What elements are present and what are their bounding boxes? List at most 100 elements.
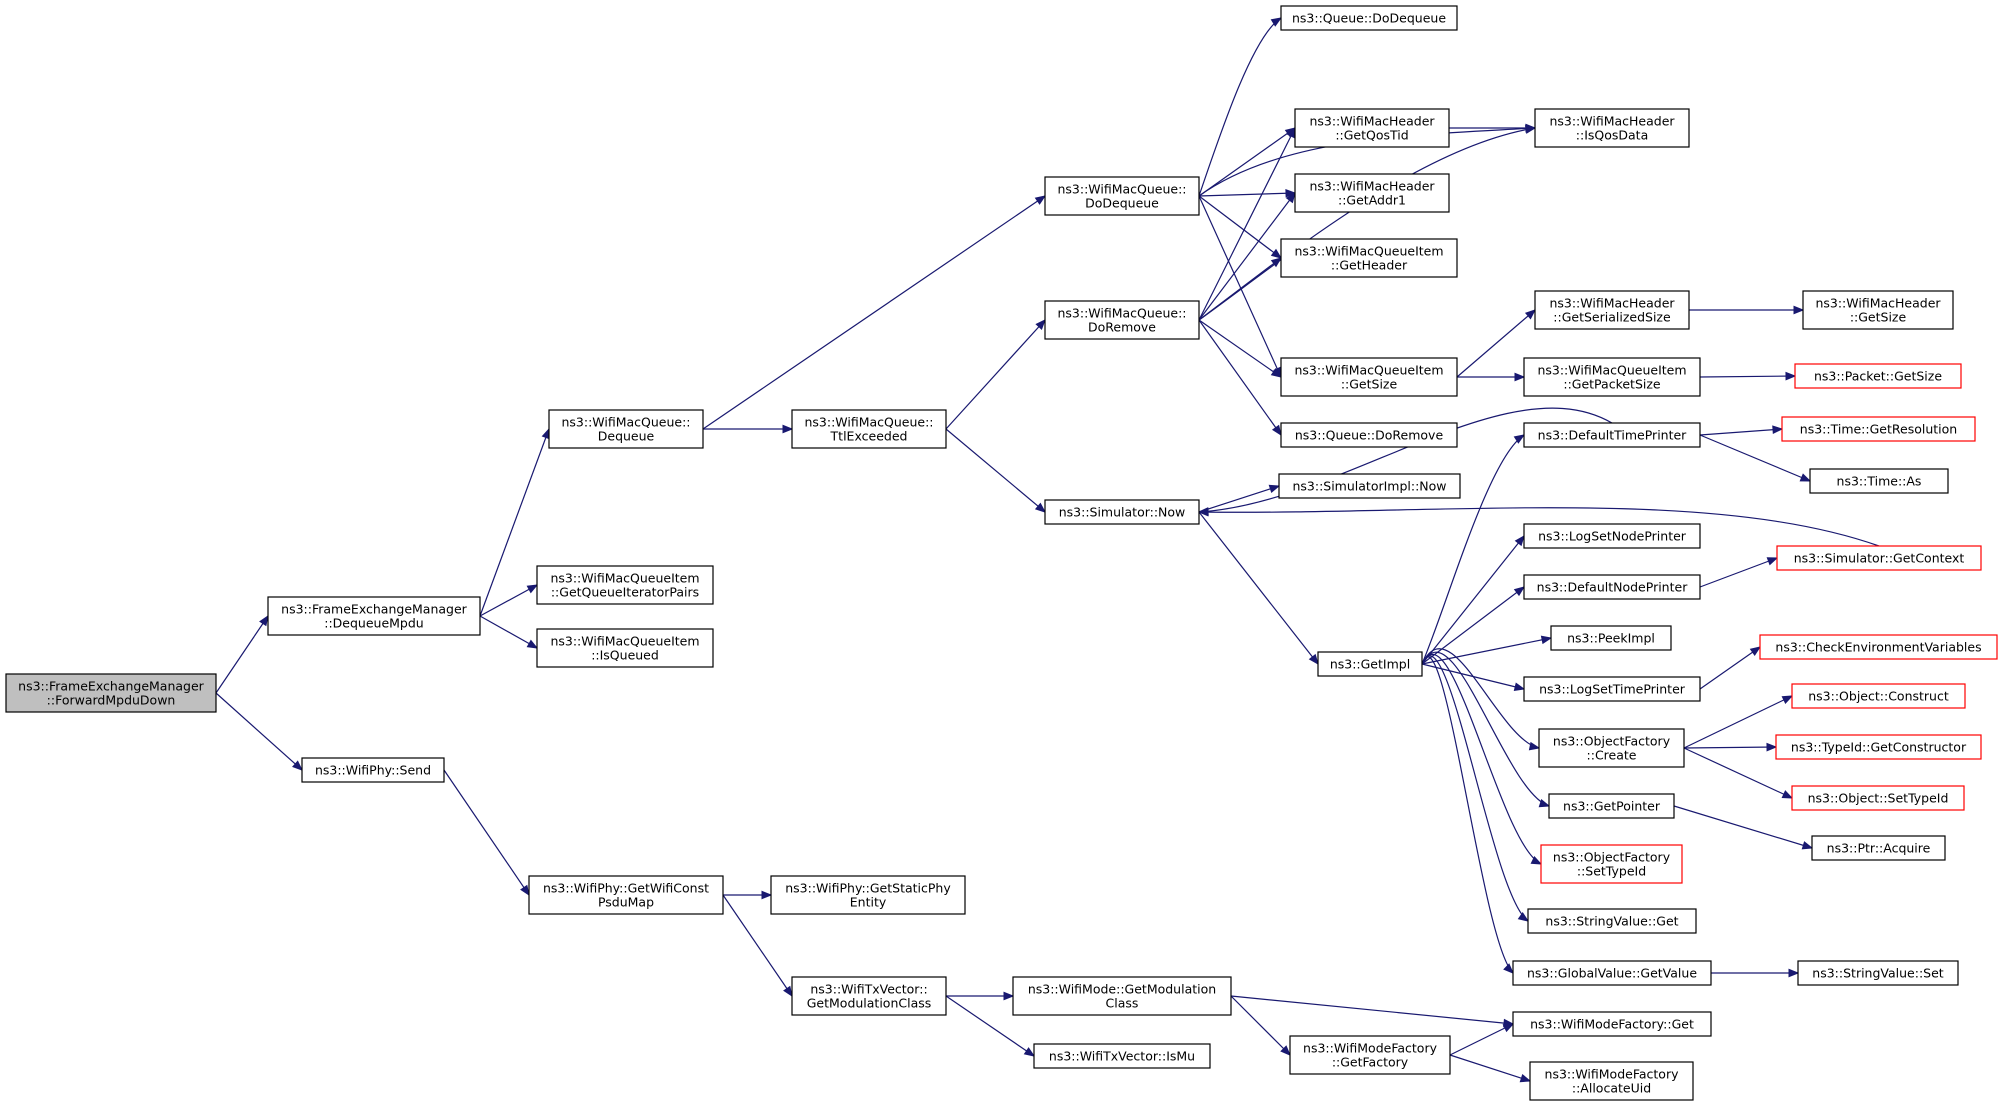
edge-line (1198, 127, 1296, 321)
edge-arrowhead (1540, 635, 1553, 645)
call-edge (723, 890, 773, 900)
edge-line (1421, 656, 1514, 974)
function-node-queue-do-remove[interactable]: ns3::Queue::DoRemove (1280, 422, 1458, 448)
edge-line (1449, 1023, 1514, 1056)
edge-arrowhead (1268, 484, 1281, 494)
call-edge (722, 894, 793, 998)
function-node-sim-impl-now[interactable]: ns3::SimulatorImpl::Now (1278, 473, 1461, 499)
function-node-get-modulation-class-tx[interactable]: ns3::WifiTxVector::GetModulationClass (791, 976, 947, 1016)
edge-arrowhead (526, 639, 539, 649)
edge-arrowhead (1781, 695, 1794, 705)
call-edge (479, 427, 550, 617)
function-node-object-set-type-id[interactable]: ns3::Object::SetTypeId (1791, 785, 1965, 811)
edge-arrowhead (1749, 646, 1762, 657)
function-node-mac-queue-dequeue[interactable]: ns3::WifiMacQueue::Dequeue (548, 409, 704, 449)
function-node-header-get-size[interactable]: ns3::WifiMacHeader::GetSize (1802, 290, 1954, 330)
node-box (1797, 960, 1959, 986)
edge-line (1198, 127, 1296, 197)
function-node-object-factory-create[interactable]: ns3::ObjectFactory::Create (1538, 728, 1685, 768)
call-edge (702, 195, 1047, 430)
node-box (1294, 108, 1450, 148)
edge-arrowhead (1519, 1073, 1532, 1083)
function-node-sim-get-context[interactable]: ns3::Simulator::GetContext (1776, 545, 1982, 571)
function-node-get-qos-tid[interactable]: ns3::WifiMacHeader::GetQosTid (1294, 108, 1450, 148)
function-node-packet-get-size[interactable]: ns3::Packet::GetSize (1794, 363, 1962, 389)
edge-arrowhead (1514, 372, 1526, 382)
call-edge (1711, 968, 1800, 978)
function-node-check-env-vars[interactable]: ns3::CheckEnvironmentVariables (1759, 634, 1998, 660)
function-node-log-set-time-printer[interactable]: ns3::LogSetTimePrinter (1523, 676, 1701, 702)
node-label: ns3::Time::As (1837, 474, 1922, 489)
function-node-object-construct[interactable]: ns3::Object::Construct (1791, 683, 1966, 709)
node-box (1512, 1011, 1712, 1037)
call-edge (945, 319, 1046, 430)
function-node-log-set-node-printer[interactable]: ns3::LogSetNodePrinter (1523, 523, 1701, 549)
function-node-string-value-set[interactable]: ns3::StringValue::Set (1797, 960, 1959, 986)
function-node-time-as[interactable]: ns3::Time::As (1809, 468, 1949, 494)
node-box (1791, 785, 1965, 811)
function-node-is-mu[interactable]: ns3::WifiTxVector::IsMu (1033, 1043, 1211, 1069)
call-edge (1421, 648, 1541, 751)
function-node-item-get-size[interactable]: ns3::WifiMacQueueItem::GetSize (1280, 357, 1458, 397)
edge-arrowhead (1781, 790, 1794, 799)
call-edge (1421, 586, 1526, 665)
function-node-global-value-get-value[interactable]: ns3::GlobalValue::GetValue (1512, 960, 1712, 986)
call-edge (1198, 126, 1296, 321)
function-node-do-dequeue[interactable]: ns3::WifiMacQueue::DoDequeue (1044, 176, 1200, 216)
node-label: ns3::WifiMacQueueItem (550, 571, 699, 586)
node-label: ns3::ObjectFactory (1553, 734, 1671, 749)
function-node-default-time-printer[interactable]: ns3::DefaultTimePrinter (1523, 422, 1701, 448)
function-node-time-get-resolution[interactable]: ns3::Time::GetResolution (1781, 416, 1976, 442)
edge-line (1449, 1054, 1531, 1082)
call-edge (479, 615, 539, 649)
function-node-get-header[interactable]: ns3::WifiMacQueueItem::GetHeader (1280, 238, 1458, 278)
node-label: ::SetTypeId (1577, 864, 1646, 879)
function-node-get-packet-size[interactable]: ns3::WifiMacQueueItem::GetPacketSize (1523, 357, 1701, 397)
call-edge (1449, 123, 1537, 133)
node-box (1523, 523, 1701, 549)
function-node-get-impl[interactable]: ns3::GetImpl (1317, 651, 1423, 677)
function-node-do-remove[interactable]: ns3::WifiMacQueue::DoRemove (1044, 300, 1200, 340)
edge-arrowhead (1035, 319, 1046, 330)
edge-arrowhead (1513, 682, 1526, 691)
function-node-set-type-id[interactable]: ns3::ObjectFactory::SetTypeId (1540, 844, 1683, 884)
edge-line (1683, 695, 1793, 749)
edge-arrowhead (520, 884, 530, 897)
function-node-dequeue-mpdu[interactable]: ns3::FrameExchangeManager::DequeueMpdu (267, 596, 481, 636)
node-label: ns3::WifiPhy::Send (315, 763, 431, 778)
edge-arrowhead (1799, 473, 1812, 482)
node-box (1033, 1043, 1211, 1069)
function-node-wifi-phy-send[interactable]: ns3::WifiPhy::Send (301, 757, 445, 783)
function-node-peek-impl[interactable]: ns3::PeekImpl (1550, 625, 1672, 651)
call-edge (1421, 655, 1530, 922)
function-node-is-queued[interactable]: ns3::WifiMacQueueItem::IsQueued (536, 628, 714, 668)
edge-arrowhead (1514, 534, 1525, 547)
node-label: ::GetAddr1 (1338, 193, 1406, 208)
function-node-get-constructor[interactable]: ns3::TypeId::GetConstructor (1775, 734, 1982, 760)
function-node-get-addr1[interactable]: ns3::WifiMacHeader::GetAddr1 (1294, 173, 1450, 213)
function-node-default-node-printer[interactable]: ns3::DefaultNodePrinter (1523, 574, 1701, 600)
node-label: ns3::GetImpl (1330, 657, 1410, 672)
edge-line (945, 319, 1046, 430)
function-node-ptr-acquire[interactable]: ns3::Ptr::Acquire (1811, 835, 1946, 861)
function-node-get-factory[interactable]: ns3::WifiModeFactory::GetFactory (1289, 1035, 1451, 1075)
function-node-wifi-mode-factory-get[interactable]: ns3::WifiModeFactory::Get (1512, 1011, 1712, 1037)
node-box (1538, 728, 1685, 768)
function-node-is-qos-data[interactable]: ns3::WifiMacHeader::IsQosData (1534, 108, 1690, 148)
function-nodes: ns3::FrameExchangeManager::ForwardMpduDo… (5, 5, 1998, 1101)
node-box (1809, 468, 1949, 494)
function-node-get-modulation-class-mode[interactable]: ns3::WifiMode::GetModulationClass (1012, 976, 1232, 1016)
function-node-get-queue-iterator-pairs[interactable]: ns3::WifiMacQueueItem::GetQueueIteratorP… (536, 565, 714, 605)
call-edge (1198, 195, 1282, 379)
function-node-sim-now[interactable]: ns3::Simulator::Now (1044, 499, 1200, 525)
function-node-queue-do-dequeue[interactable]: ns3::Queue::DoDequeue (1280, 5, 1458, 31)
function-node-get-serialized-size[interactable]: ns3::WifiMacHeader::GetSerializedSize (1534, 290, 1690, 330)
edge-line (1699, 557, 1778, 588)
function-node-ttl-exceeded[interactable]: ns3::WifiMacQueue::TtlExceeded (791, 409, 947, 449)
function-node-get-pointer[interactable]: ns3::GetPointer (1548, 793, 1675, 819)
function-node-allocate-uid[interactable]: ns3::WifiModeFactory::AllocateUid (1529, 1061, 1694, 1101)
function-node-string-value-get[interactable]: ns3::StringValue::Get (1527, 908, 1697, 934)
node-label: ns3::GlobalValue::GetValue (1527, 966, 1697, 981)
